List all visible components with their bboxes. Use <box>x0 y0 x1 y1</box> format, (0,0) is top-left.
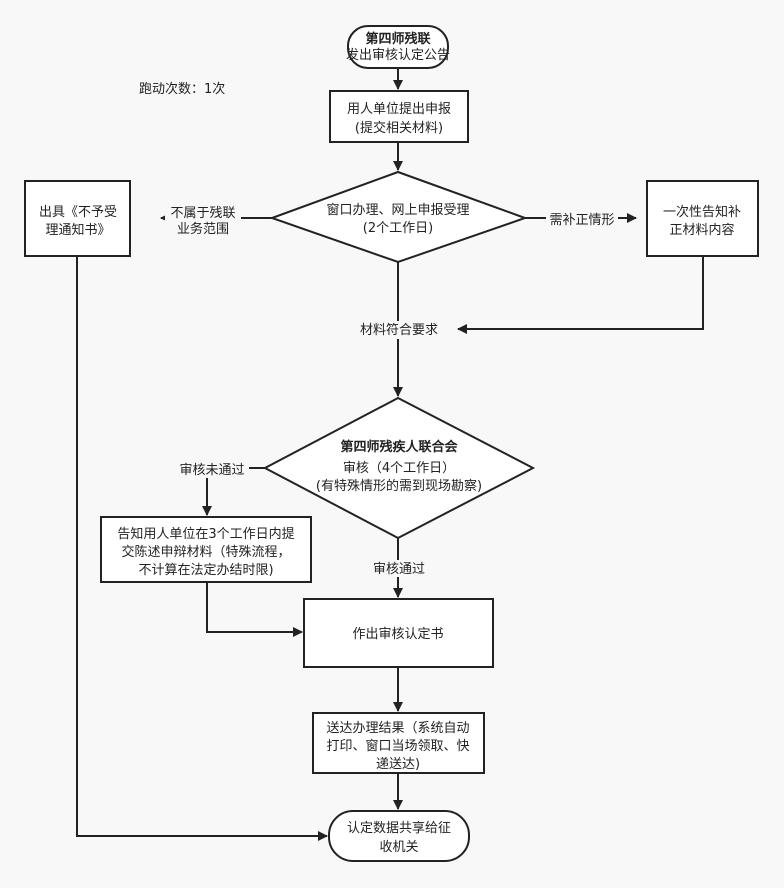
share-node: 认定数据共享给征 收机关 <box>328 810 470 862</box>
start-line2: 发出审核认定公告 <box>346 47 450 63</box>
supplement-node: 一次性告知补 正材料内容 <box>646 180 759 257</box>
arrow-notify-to-decision <box>206 582 303 637</box>
start-line1: 第四师残联 <box>365 31 430 47</box>
arrow-reject-to-share <box>76 256 328 841</box>
supplement-line1: 一次性告知补 <box>663 204 741 220</box>
review-line3: (有特殊情形的需到现场勘察) <box>316 478 482 494</box>
review-line2: 审核（4个工作日） <box>343 461 455 476</box>
reject-node: 出具《不予受 理通知书》 <box>24 180 131 257</box>
apply-node: 用人单位提出申报 (提交相关材料) <box>329 90 469 143</box>
apply-line2: (提交相关材料) <box>355 120 443 136</box>
reject-line1: 出具《不予受 <box>39 205 117 220</box>
arrow-supplement-return <box>457 256 704 334</box>
share-line2: 收机关 <box>379 840 418 855</box>
fail-edge-label: 审核未通过 <box>175 461 249 478</box>
review-line1: 第四师残疾人联合会 <box>340 439 458 455</box>
start-node: 第四师残联 发出审核认定公告 <box>346 25 450 69</box>
decision-node: 作出审核认定书 <box>303 598 494 668</box>
deliver-line2: 打印、窗口当场领取、快 <box>326 738 469 754</box>
notify-node: 告知用人单位在3个工作日内提 交陈述申辩材料（特殊流程， 不计算在法定办结时限) <box>100 516 312 583</box>
accept-line2: (2个工作日) <box>363 221 433 236</box>
fail-label: 审核未通过 <box>179 463 244 478</box>
supplement-line2: 正材料内容 <box>669 222 734 238</box>
apply-line1: 用人单位提出申报 <box>347 101 451 117</box>
run-count-text: 跑动次数：1次 <box>139 81 225 97</box>
accept-line1: 窗口办理、网上申报受理 <box>326 202 469 218</box>
supplement-label: 需补正情形 <box>549 213 614 228</box>
notify-line3: 不计算在法定办结时限) <box>138 563 273 578</box>
review-decision: 第四师残疾人联合会 审核（4个工作日） (有特殊情形的需到现场勘察) <box>262 396 536 540</box>
reject-label-line1: 不属于残联 <box>170 206 235 221</box>
deliver-line3: 递送达) <box>376 757 420 772</box>
supplement-edge-label: 需补正情形 <box>546 211 618 228</box>
notify-line2: 交陈述申辩材料（特殊流程， <box>121 544 290 560</box>
notify-line1: 告知用人单位在3个工作日内提 <box>117 526 294 542</box>
share-line1: 认定数据共享给征 <box>347 820 451 836</box>
deliver-node: 送达办理结果（系统自动 打印、窗口当场领取、快 递送达) <box>312 712 485 774</box>
reject-label-line2: 业务范围 <box>177 221 229 237</box>
decision-text: 作出审核认定书 <box>352 627 443 642</box>
reject-edge-label: 不属于残联 业务范围 <box>165 203 241 237</box>
ok-edge-label: 材料符合要求 <box>352 321 446 339</box>
deliver-line1: 送达办理结果（系统自动 <box>326 721 469 736</box>
ok-label: 材料符合要求 <box>360 322 438 338</box>
accept-decision: 窗口办理、网上申报受理 (2个工作日) <box>269 170 528 264</box>
pass-label: 审核通过 <box>373 562 425 577</box>
pass-edge-label: 审核通过 <box>366 560 432 577</box>
reject-line2: 理通知书》 <box>45 222 110 238</box>
